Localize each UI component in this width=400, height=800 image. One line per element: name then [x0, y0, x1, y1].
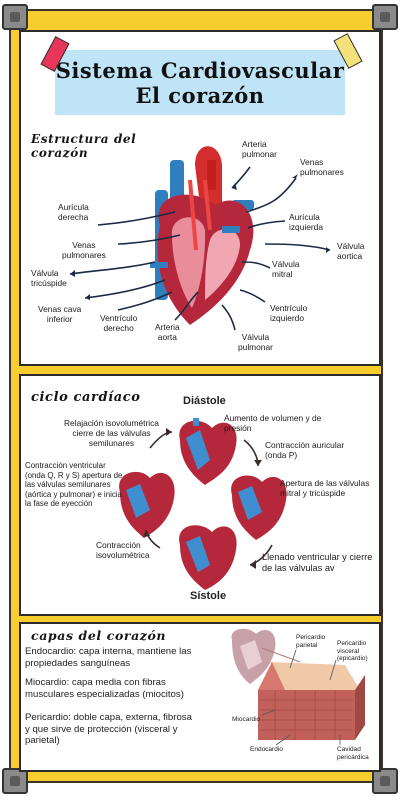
layers-heading: capas del corazón — [31, 628, 167, 643]
heart-right — [231, 475, 287, 540]
title-line-2: El corazón — [135, 83, 265, 108]
label-auricula-izquierda: Aurícula izquierda — [289, 212, 323, 232]
text-miocardio: Miocardio: capa media con fibras muscula… — [25, 677, 184, 700]
label-valvula-mitral: Válvula mitral — [272, 259, 300, 279]
sistole-label: Sístole — [190, 590, 227, 602]
diagram-miocardio: Miocardio — [232, 716, 261, 723]
step-contraccion-iso: Contracción isovolumétrica — [96, 540, 150, 560]
corner-clip-top-left — [2, 4, 28, 30]
label-venas-cava: Venas cava inferior — [38, 304, 82, 324]
label-arteria-aorta: Arteria aorta — [155, 322, 180, 342]
heart-top — [179, 418, 237, 485]
label-valvula-aortica: Válvula aortica — [337, 241, 365, 261]
diagram-cavidad: Cavidad pericárdica — [337, 746, 369, 761]
label-valvula-tricuspide: Válvula tricúspide — [31, 268, 67, 288]
label-arteria-pulmonar: Arteria pulmonar — [242, 139, 277, 159]
diagram-endocardio: Endocardio — [250, 746, 283, 753]
heart-illustration — [150, 146, 254, 325]
structure-leader-lines — [69, 166, 331, 331]
step-llenado: Llenado ventricular y cierre de las válv… — [262, 552, 373, 573]
step-relajacion: Relajación isovolumétrica cierre de las … — [64, 418, 159, 448]
title-line-1: Sistema Cardiovascular — [55, 58, 345, 83]
label-valvula-pulmonar: Válvula pulmonar — [238, 332, 273, 352]
heart-bottom — [179, 525, 237, 590]
step-contraccion-ventricular: Contracción ventricular (onda Q, R y S) … — [25, 461, 123, 508]
step-contraccion-auricular: Contracción auricular (onda P) — [265, 440, 345, 460]
corner-clip-bottom-right — [372, 768, 398, 794]
label-venas-pulmonares-right: Venas pulmonares — [300, 157, 344, 177]
diagram-pericardio-visceral: Pericardio visceral (epicardio) — [337, 640, 368, 662]
corner-clip-top-right — [372, 4, 398, 30]
label-ventriculo-derecho: Ventrículo derecho — [100, 313, 138, 333]
cycle-heading: ciclo cardíaco — [31, 390, 141, 405]
diagram-pericardio-parietal: Pericardio parietal — [296, 634, 326, 649]
label-auricula-derecha: Aurícula derecha — [58, 202, 89, 222]
heart-left — [119, 471, 175, 538]
title-banner: Sistema Cardiovascular El corazón — [55, 50, 345, 115]
label-ventriculo-izquierdo: Ventrículo izquierdo — [270, 303, 308, 323]
label-venas-pulmonares-left: Venas pulmonares — [62, 240, 106, 260]
text-endocardio: Endocardio: capa interna, mantiene las p… — [25, 646, 192, 669]
diastole-label: Diástole — [183, 395, 226, 407]
text-pericardio: Pericardio: doble capa, externa, fibrosa… — [25, 712, 192, 746]
step-aumento: Aumento de volumen y de presión — [224, 413, 322, 433]
corner-clip-bottom-left — [2, 768, 28, 794]
step-apertura-mitral: Apertura de las válvulas mitral y tricús… — [280, 478, 370, 498]
structure-heading: Estructura del corazón — [31, 132, 137, 160]
